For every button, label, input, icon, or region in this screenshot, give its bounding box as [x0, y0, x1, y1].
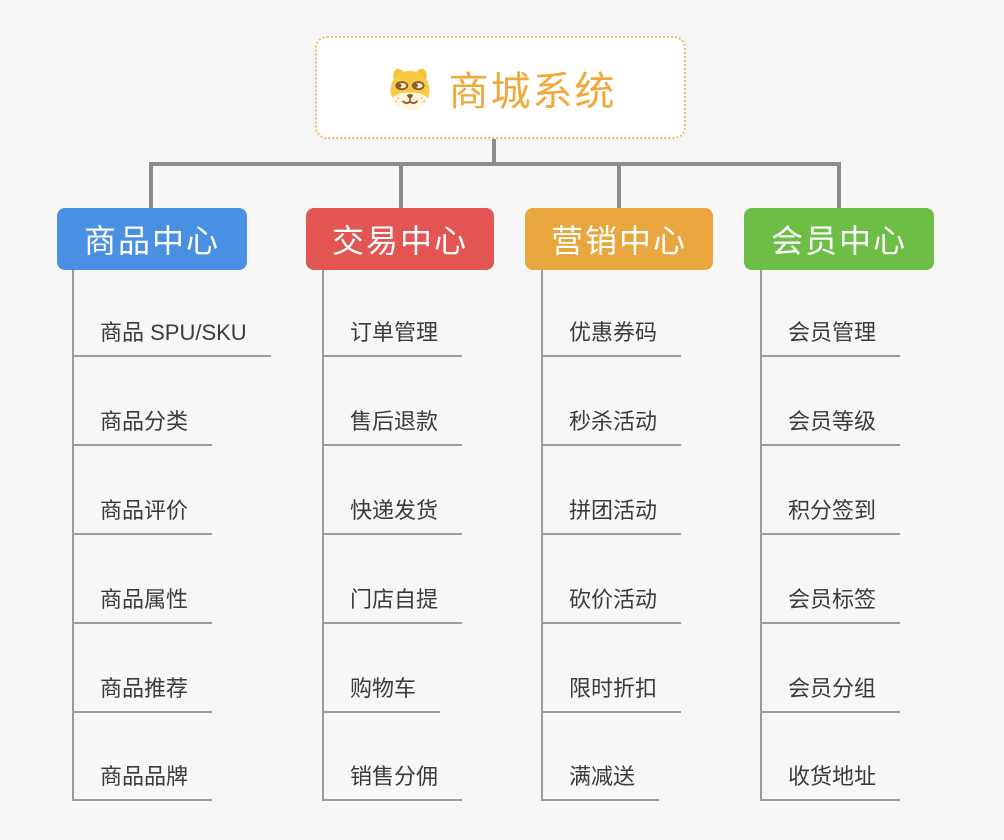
child-topic[interactable]: 会员管理	[761, 317, 901, 357]
child-topic[interactable]: 砍价活动	[542, 584, 682, 624]
child-topic[interactable]: 满减送	[542, 761, 660, 801]
root-topic-label: 商城系统	[448, 69, 617, 114]
branch-spine-line	[322, 270, 324, 801]
child-topic[interactable]: 会员标签	[761, 584, 901, 624]
child-topic[interactable]: 会员分组	[761, 673, 901, 713]
connector-root-drop	[492, 139, 496, 164]
branch-children-marketing-center: 优惠券码 秒杀活动 拼团活动 砍价活动 限时折扣 满减送	[541, 270, 791, 801]
branch-spine-line	[541, 270, 543, 801]
branch-children-product-center: 商品 SPU/SKU 商品分类 商品评价 商品属性 商品推荐 商品品牌	[72, 270, 322, 801]
child-topic[interactable]: 快递发货	[323, 495, 463, 535]
child-topic[interactable]: 门店自提	[323, 584, 463, 624]
branch-label: 商品中心	[83, 223, 220, 259]
branch-label: 营销中心	[550, 223, 687, 259]
child-topic[interactable]: 商品属性	[73, 584, 213, 624]
child-topic[interactable]: 订单管理	[323, 317, 463, 357]
branch-label: 会员中心	[770, 223, 907, 259]
connector-stub-branch-2	[399, 162, 403, 209]
connector-stub-branch-4	[837, 162, 841, 209]
child-topic[interactable]: 商品评价	[73, 495, 213, 535]
branch-node-member-center[interactable]: 会员中心	[744, 208, 934, 270]
branch-spine-line	[72, 270, 74, 801]
root-topic-node[interactable]: 商城系统	[315, 36, 686, 139]
connector-horizontal-bus	[149, 162, 841, 166]
child-topic[interactable]: 限时折扣	[542, 673, 682, 713]
branch-node-trade-center[interactable]: 交易中心	[306, 208, 494, 270]
connector-stub-branch-3	[617, 162, 621, 209]
branch-children-member-center: 会员管理 会员等级 积分签到 会员标签 会员分组 收货地址	[760, 270, 1004, 801]
child-topic[interactable]: 收货地址	[761, 761, 901, 801]
child-topic[interactable]: 售后退款	[323, 406, 463, 446]
branch-spine-line	[760, 270, 762, 801]
branch-label: 交易中心	[331, 223, 468, 259]
child-topic[interactable]: 商品品牌	[73, 761, 213, 801]
child-topic[interactable]: 会员等级	[761, 406, 901, 446]
child-topic[interactable]: 商品 SPU/SKU	[73, 317, 271, 357]
branch-node-product-center[interactable]: 商品中心	[57, 208, 247, 270]
child-topic[interactable]: 销售分佣	[323, 761, 463, 801]
child-topic[interactable]: 秒杀活动	[542, 406, 682, 446]
child-topic[interactable]: 商品分类	[73, 406, 213, 446]
child-topic[interactable]: 拼团活动	[542, 495, 682, 535]
child-topic[interactable]: 优惠券码	[542, 317, 682, 357]
child-topic[interactable]: 积分签到	[761, 495, 901, 535]
dog-face-icon	[389, 67, 430, 110]
child-topic[interactable]: 购物车	[323, 673, 441, 713]
child-topic[interactable]: 商品推荐	[73, 673, 213, 713]
connector-stub-branch-1	[149, 162, 153, 209]
branch-children-trade-center: 订单管理 售后退款 快递发货 门店自提 购物车 销售分佣	[322, 270, 572, 801]
branch-node-marketing-center[interactable]: 营销中心	[525, 208, 713, 270]
